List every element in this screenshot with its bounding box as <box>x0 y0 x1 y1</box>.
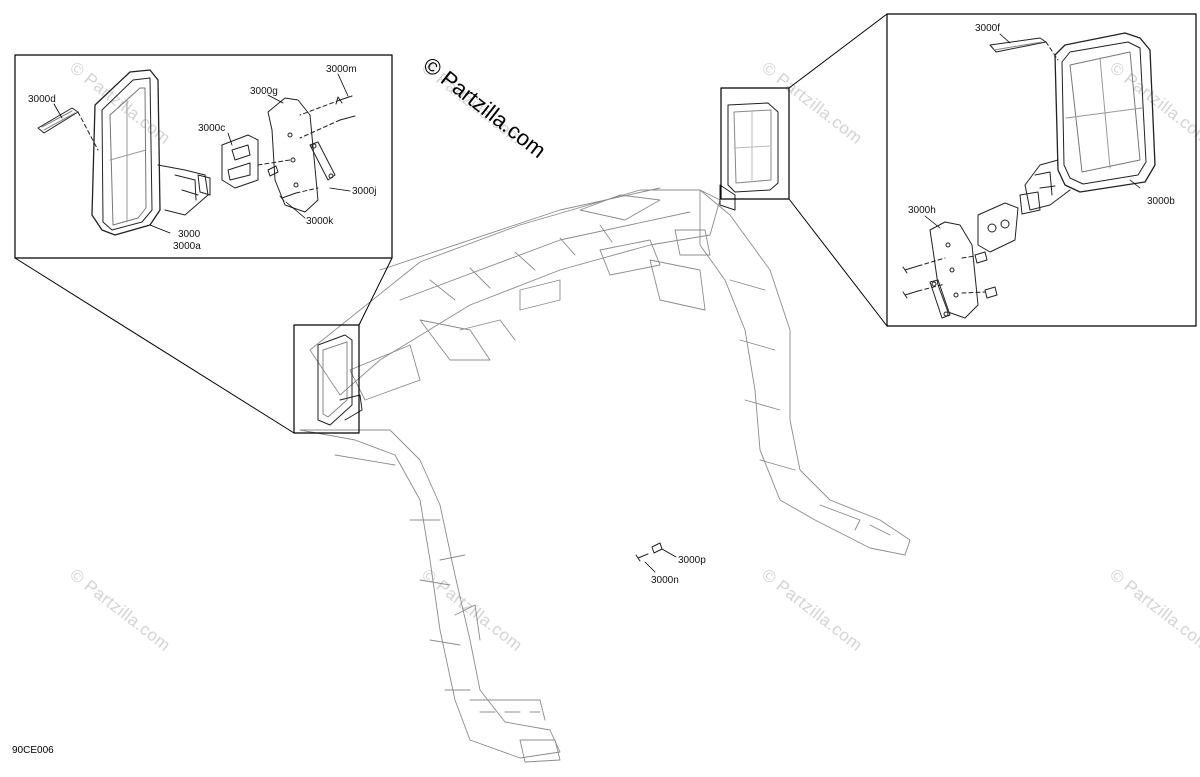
label-3000f: 3000f <box>975 23 1001 34</box>
left-inset-plate <box>267 97 319 213</box>
right-inset-leaders <box>924 33 1141 229</box>
label-3000h: 3000h <box>908 205 936 216</box>
right-inset-link <box>929 279 951 319</box>
label-3000d: 3000d <box>28 94 56 105</box>
left-inset-mirror <box>91 69 211 236</box>
label-3000: 3000 <box>178 229 201 240</box>
right-inset-mirror <box>1019 32 1156 215</box>
label-3000c: 3000c <box>198 123 226 134</box>
right-inset-bolts <box>902 251 998 299</box>
left-inset-bolts <box>257 95 356 202</box>
right-inset-plate <box>929 221 979 319</box>
label-3000k: 3000k <box>306 216 334 227</box>
main-view-fasteners <box>635 542 677 573</box>
right-inset-frame <box>886 13 1197 327</box>
diagram-code: 90CE006 <box>12 745 54 756</box>
right-callout-box <box>720 87 790 200</box>
left-inset-reflector <box>37 107 99 151</box>
label-3000m: 3000m <box>326 64 357 75</box>
label-3000n: 3000n <box>651 575 679 586</box>
label-3000a: 3000a <box>173 241 201 252</box>
left-mirror-small <box>317 334 363 426</box>
roll-cage <box>299 187 911 763</box>
left-callout-box <box>293 324 360 434</box>
label-3000b: 3000b <box>1147 196 1175 207</box>
right-inset-bracket-block <box>977 202 1019 253</box>
label-3000g: 3000g <box>250 86 278 97</box>
label-3000p: 3000p <box>678 555 706 566</box>
right-mirror-small <box>719 102 779 211</box>
left-inset-link <box>309 141 336 181</box>
left-inset-bracket-block <box>221 134 259 189</box>
left-inset-leaders <box>53 73 351 234</box>
left-inset-frame <box>14 54 393 259</box>
label-3000j: 3000j <box>352 186 377 197</box>
right-inset-reflector <box>989 37 1059 61</box>
